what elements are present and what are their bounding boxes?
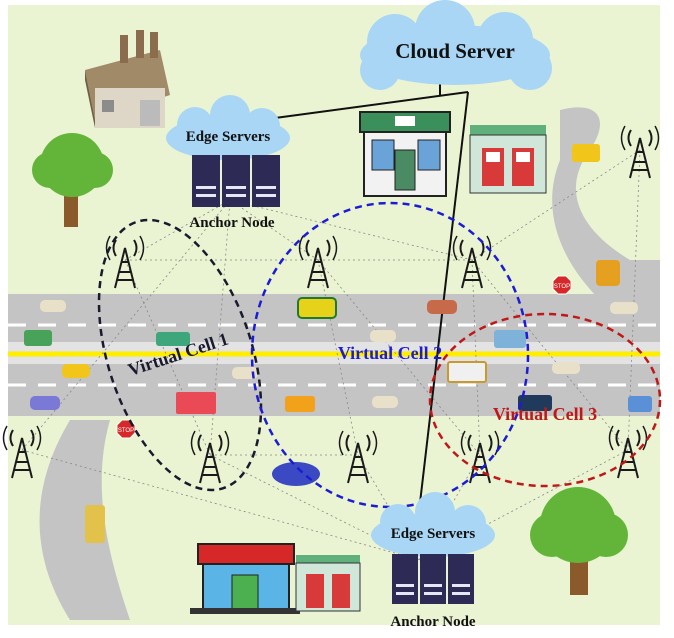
virtual-cell-1-boundary: [97, 218, 263, 492]
bus-icon: [572, 144, 600, 162]
cell-towers: [2, 125, 660, 484]
car-icon: [40, 300, 66, 312]
cell-tower-icon: [460, 430, 500, 484]
cell-tower-icon: [620, 125, 660, 179]
car-icon: [427, 300, 457, 314]
edge-servers-top-label: Edge Servers: [186, 129, 271, 145]
virtual-cell-2-boundary: [250, 201, 530, 509]
cell-tower-icon: [338, 430, 378, 484]
van-icon: [285, 396, 315, 412]
anchor-node-bottom-label: Anchor Node: [390, 614, 475, 630]
car-icon: [372, 396, 398, 408]
cloud-server-label: Cloud Server: [395, 39, 515, 63]
cell-tower-icon: [608, 425, 648, 479]
truck-icon: [156, 332, 190, 346]
tree-top-left-icon: [32, 133, 113, 227]
edge-server-cloud-bottom-icon: [371, 492, 495, 557]
server-rack-bottom-icon: [392, 554, 474, 604]
van-icon: [518, 395, 552, 411]
truck-icon: [596, 260, 620, 286]
van-icon: [628, 396, 652, 412]
cloud-server-icon: [360, 0, 552, 90]
anchor-node-top-label: Anchor Node: [189, 215, 274, 231]
bus-icon: [85, 505, 105, 543]
truck-icon: [494, 330, 526, 348]
virtual-cell-2-label: Virtual Cell 2: [338, 343, 442, 363]
store-bottom-icon: [190, 543, 300, 614]
store-top-icon: [359, 111, 451, 197]
stop-sign-left-text: STOP: [118, 428, 134, 434]
factory-icon: [85, 30, 170, 128]
left-winding-road: [39, 420, 131, 620]
van-icon: [24, 330, 52, 346]
cell-tower-icon: [452, 235, 492, 289]
car-icon: [610, 302, 638, 314]
car-icon: [370, 330, 396, 342]
server-rack-top-icon: [192, 155, 280, 207]
stop-sign-top-text: STOP: [554, 284, 570, 290]
truck-icon: [447, 361, 487, 383]
cell-tower-icon: [2, 425, 42, 479]
cell-tower-icon: [105, 235, 145, 289]
cell-tower-icon: [298, 235, 338, 289]
taxi-icon: [62, 364, 90, 378]
car-icon: [552, 362, 580, 374]
edge-server-cloud-top-icon: [166, 95, 290, 160]
virtual-cell-3-boundary: [428, 312, 662, 488]
virtual-cell-3-label: Virtual Cell 3: [493, 404, 597, 424]
car-icon: [232, 367, 258, 379]
stop-sign-top-icon: STOP: [552, 275, 572, 295]
gas-station-bottom-icon: [295, 555, 361, 612]
police-car-icon: [30, 396, 60, 410]
delivery-truck-icon: [176, 392, 216, 414]
bus-icon: [297, 297, 337, 319]
police-car-icon: [272, 462, 320, 486]
cell-tower-icon: [190, 430, 230, 484]
edge-servers-bottom-label: Edge Servers: [391, 526, 476, 542]
gas-station-top-icon: [469, 125, 547, 194]
tree-bottom-right-icon: [530, 487, 628, 595]
vehicles: [24, 144, 652, 543]
